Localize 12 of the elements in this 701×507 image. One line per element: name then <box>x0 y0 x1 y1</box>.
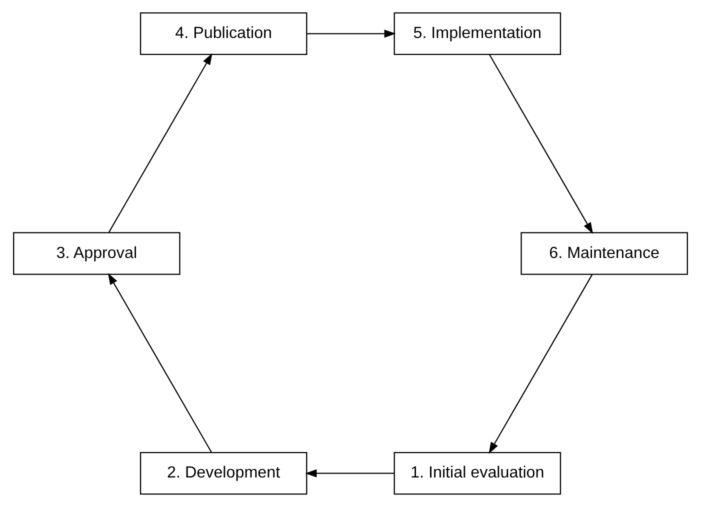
arrow <box>108 273 212 453</box>
arrow <box>305 469 394 478</box>
node-box: 5. Implementation <box>394 12 562 56</box>
node-box: 4. Publication <box>140 12 308 56</box>
arrow <box>108 53 212 233</box>
arrow <box>306 30 396 38</box>
arrow <box>488 274 593 454</box>
arrow <box>489 54 594 234</box>
node-box: 1. Initial evaluation <box>394 452 562 495</box>
node-box: 2. Development <box>140 452 308 495</box>
node-box: 3. Approval <box>13 232 180 275</box>
node-box: 6. Maintenance <box>520 232 688 275</box>
